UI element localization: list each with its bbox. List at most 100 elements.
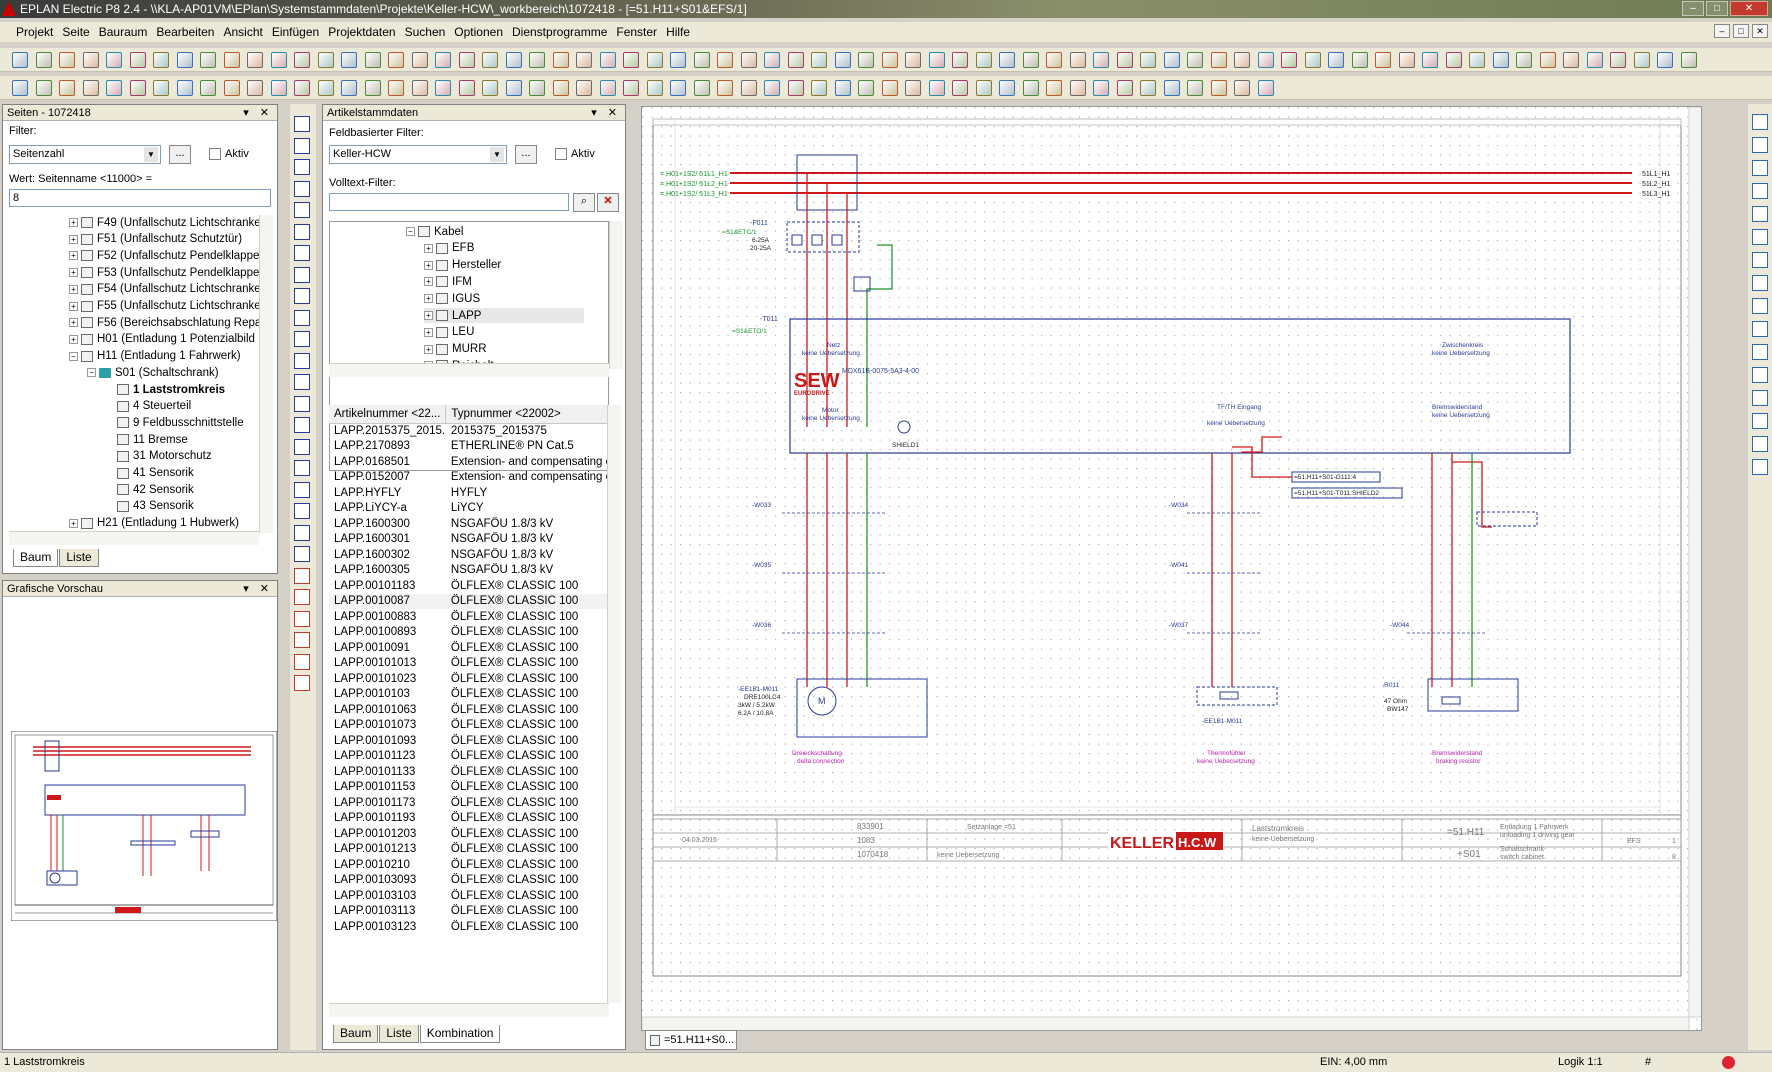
expand-icon[interactable]: + (69, 318, 78, 328)
toolbar-tool-icon[interactable] (1140, 80, 1156, 96)
drawing-tool-icon[interactable] (294, 331, 310, 347)
toolbar-tool-icon[interactable] (1069, 80, 1086, 96)
toolbar-tool-icon[interactable] (881, 52, 898, 68)
drawing-tool-icon[interactable] (294, 675, 310, 691)
toolbar-tool-icon[interactable] (646, 80, 663, 96)
drawing-tool-icon[interactable] (294, 309, 310, 326)
menu-optionen[interactable]: Optionen (454, 25, 503, 39)
toolbar-tool-icon[interactable] (129, 52, 146, 68)
drawing-tool-icon[interactable] (294, 223, 310, 240)
brake-relay-f012[interactable] (1476, 511, 1538, 527)
toolbar-tool-icon[interactable] (1116, 80, 1133, 96)
schematic-canvas[interactable]: =.H01+1S2/ 51L1_H1 =.H01+1S2/ 51L2_H1 =.… (641, 106, 1702, 1031)
page-tree-item[interactable]: 41 Sensorik (105, 466, 194, 481)
toolbar-tool-icon[interactable] (1093, 52, 1109, 68)
maximize-button[interactable]: □ (1706, 1, 1728, 16)
page-tree-item[interactable]: +F54 (Unfallschutz Lichtschranke (69, 282, 261, 297)
column-header-artikelnummer[interactable]: Artikelnummer <22... (329, 405, 447, 424)
toolbar-tool-icon[interactable] (270, 80, 287, 96)
toolbar-tool-icon[interactable] (952, 80, 968, 96)
connection-tool-icon[interactable] (1752, 367, 1768, 383)
toolbar-tool-icon[interactable] (928, 80, 945, 96)
toolbar-tool-icon[interactable] (999, 80, 1015, 96)
toolbar-tool-icon[interactable] (82, 80, 99, 96)
drawing-tool-icon[interactable] (294, 137, 310, 154)
menu-hilfe[interactable]: Hilfe (666, 25, 691, 39)
drawing-tool-icon[interactable] (294, 438, 310, 455)
expand-icon[interactable]: + (424, 243, 433, 253)
toolbar-tool-icon[interactable] (787, 52, 804, 68)
connection-tool-icon[interactable] (1752, 114, 1768, 130)
collapse-icon[interactable]: − (87, 368, 96, 378)
page-tree-item[interactable]: 4 Steuerteil (105, 399, 191, 414)
expand-icon[interactable]: + (424, 327, 433, 337)
toolbar-tool-icon[interactable] (411, 80, 428, 96)
toolbar-tool-icon[interactable] (388, 80, 404, 96)
toolbar-tool-icon[interactable] (858, 52, 874, 68)
collapse-icon[interactable]: − (69, 351, 78, 361)
toolbar-tool-icon[interactable] (153, 52, 169, 68)
drawing-tool-icon[interactable] (294, 546, 310, 562)
thermistor-m011[interactable] (1196, 686, 1278, 706)
connection-tool-icon[interactable] (1752, 298, 1768, 314)
toolbar-tool-icon[interactable] (1304, 52, 1321, 68)
page-tree-item[interactable]: −H11 (Entladung 1 Fahrwerk) (69, 349, 241, 364)
toolbar-tool-icon[interactable] (35, 80, 52, 96)
toolbar-tool-icon[interactable] (646, 52, 663, 68)
toolbar-tool-icon[interactable] (364, 80, 381, 96)
toolbar-tool-icon[interactable] (1375, 52, 1391, 68)
page-tree-item[interactable]: 42 Sensorik (105, 482, 194, 497)
toolbar-tool-icon[interactable] (670, 52, 686, 68)
mdi-minimize-button[interactable]: – (1714, 24, 1730, 38)
toolbar-tool-icon[interactable] (482, 52, 498, 68)
toolbar-tool-icon[interactable] (975, 80, 992, 96)
tab-article-liste[interactable]: Liste (379, 1025, 419, 1043)
toolbar-tool-icon[interactable] (435, 52, 451, 68)
toolbar-tool-icon[interactable] (223, 52, 240, 68)
toolbar-tool-icon[interactable] (599, 80, 616, 96)
article-tree-item[interactable]: +LAPP (424, 308, 584, 323)
filter-more-button[interactable]: ... (169, 145, 191, 164)
toolbar-tool-icon[interactable] (670, 80, 686, 96)
toolbar-tool-icon[interactable] (764, 52, 780, 68)
toolbar-tool-icon[interactable] (200, 80, 216, 96)
drawing-tool-icon[interactable] (294, 266, 310, 283)
toolbar-tool-icon[interactable] (1398, 52, 1415, 68)
preview-panel-close-icon[interactable]: ▾ ✕ (243, 583, 273, 595)
article-tree-item[interactable]: +MURR (424, 342, 487, 357)
close-button[interactable]: ✕ (1730, 1, 1768, 16)
drawing-tool-icon[interactable] (294, 460, 310, 476)
toolbar-tool-icon[interactable] (740, 52, 757, 68)
article-tree-item[interactable]: +IFM (424, 274, 472, 289)
toolbar-tool-icon[interactable] (1234, 80, 1250, 96)
toolbar-tool-icon[interactable] (82, 52, 99, 68)
article-tree-item[interactable]: +EFB (424, 241, 474, 256)
tab-baum[interactable]: Baum (13, 549, 59, 567)
mdi-close-button[interactable]: ✕ (1752, 24, 1768, 38)
toolbar-tool-icon[interactable] (129, 80, 146, 96)
connection-tool-icon[interactable] (1752, 436, 1768, 452)
tab-liste[interactable]: Liste (59, 549, 99, 567)
toolbar-tool-icon[interactable] (247, 52, 263, 68)
drawing-tool-icon[interactable] (294, 610, 310, 627)
drawing-tool-icon[interactable] (294, 632, 310, 648)
toolbar-tool-icon[interactable] (1187, 80, 1203, 96)
filter-select[interactable]: Seitenzahl▼ (9, 145, 161, 164)
toolbar-tool-icon[interactable] (1680, 52, 1697, 68)
drive-t011[interactable] (789, 318, 1571, 454)
toolbar-tool-icon[interactable] (176, 80, 193, 96)
document-tab[interactable]: =51.H11+S0... (645, 1030, 737, 1050)
article-tree-item[interactable]: +Hersteller (424, 258, 501, 273)
